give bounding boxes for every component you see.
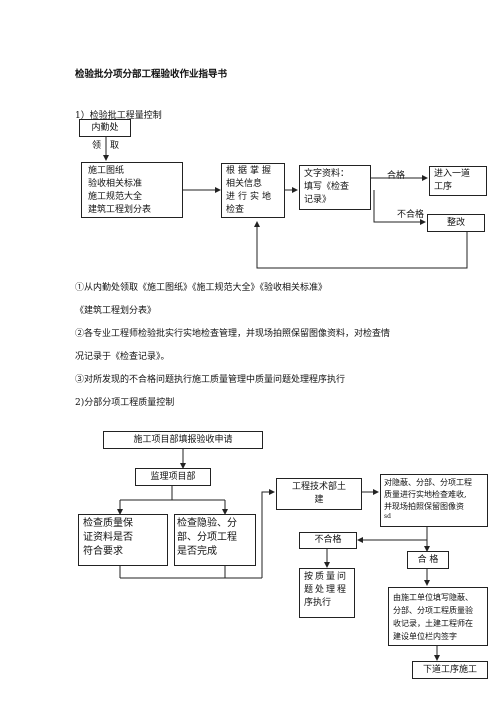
fill-record-box: 由施工单位填写隐蔽、 分部、分项工程质量验 收记录，土建工程师在 建设单位栏内签… — [388, 587, 488, 646]
check-line: 相关信息 — [226, 179, 263, 189]
paragraph-line: 《建筑工程划分表》 — [75, 306, 157, 316]
unqualified-box: 不合格 — [299, 532, 357, 549]
problem-handling-box: 按质量问 题处理程 序执行 — [299, 568, 355, 618]
record-box: 文字资料： 填写《检查 记录》 — [299, 165, 371, 210]
paragraph-line: ②各专业工程师检验批实行实地检查管理，并现场拍照保留图像资料，对检查情 — [75, 329, 391, 339]
check-items-line: 检查隐验、分 — [177, 518, 237, 529]
doc-item: 施工规范大全 — [88, 192, 143, 202]
check-documents-box: 检查质量保 证资料是否 符合要求 — [78, 514, 168, 566]
paragraph-line: 况记录于《检查记录》。 — [75, 352, 170, 362]
site-inspection-box: 对隐蔽、分部、分项工程 质量进行实地检查难收, 并现场拍照保留图像资 sd — [380, 474, 488, 527]
fail-label: 不合格 — [397, 210, 425, 220]
apply-label: 施工项目部填报验收申请 — [133, 435, 233, 445]
inspect-line: 并现场拍照保留图像资 — [384, 502, 464, 511]
pass-label: 合格 — [387, 171, 406, 181]
handle-line: 题处理程 — [304, 585, 349, 595]
get-label-2: 取 — [110, 141, 120, 151]
record-line: 记录》 — [304, 195, 332, 205]
check-docs-line: 检查质量保 — [83, 518, 133, 529]
check-docs-line: 符合要求 — [83, 546, 123, 557]
qualified-box: 合 格 — [407, 551, 449, 569]
fill-record-line: 分部、分项工程质量验 — [393, 606, 473, 615]
check-line: 检查 — [226, 205, 245, 215]
next-process-box: 进入一道 工序 — [429, 166, 487, 196]
unqualified-label: 不合格 — [314, 535, 342, 545]
fill-record-line: 建设单位栏内签字 — [393, 632, 457, 641]
section-2-heading: 2)分部分项工程质量控制 — [75, 398, 175, 408]
handle-line: 按质量问 — [304, 572, 349, 582]
inspect-line: sd — [384, 513, 391, 520]
qualified-label: 合 格 — [417, 555, 439, 565]
section-1-heading: 1）检验批工程量控制 — [75, 111, 162, 121]
fill-record-line: 收记录，土建工程师在 — [393, 619, 473, 628]
tech-line: 工程技术部土 — [291, 482, 346, 492]
get-label-1: 领 — [92, 141, 102, 151]
next-line: 工序 — [434, 182, 453, 192]
rectify-box: 整改 — [427, 214, 485, 232]
internal-office-box: 内勤处 — [79, 119, 131, 137]
check-items-line: 是否完成 — [177, 546, 217, 557]
inspect-line: 质量进行实地检查难收, — [384, 490, 467, 499]
doc-item: 建筑工程划分表 — [88, 205, 152, 215]
doc-item: 施工图纸 — [88, 166, 125, 176]
supervision-label: 监理项目部 — [150, 472, 196, 482]
handle-line: 序执行 — [304, 598, 332, 608]
next-step-box: 下道工序施工 — [412, 661, 488, 679]
next-line: 进入一道 — [434, 169, 471, 179]
paragraph-line: ③对所发现的不合格问题执行施工质量管理中质量问题处理程序执行 — [75, 375, 346, 385]
check-line: 根据掌握 — [226, 166, 275, 176]
supervision-box: 监理项目部 — [135, 468, 211, 486]
site-check-box: 根据掌握 相关信息 进行实地 检查 — [221, 163, 285, 218]
documents-box: 施工图纸 验收相关标准 施工规范大全 建筑工程划分表 — [81, 162, 183, 218]
paragraph-line: ①从内勤处领取《施工图纸》《施工规范大全》《验收相关标准》 — [75, 283, 328, 293]
tech-line: 建 — [314, 495, 324, 505]
record-line: 填写《检查 — [304, 182, 350, 192]
next-step-label: 下道工序施工 — [422, 665, 477, 675]
inspect-line: 对隐蔽、分部、分项工程 — [384, 478, 472, 487]
tech-dept-box: 工程技术部土 建 — [276, 478, 362, 510]
record-line: 文字资料： — [304, 169, 350, 179]
doc-item: 验收相关标准 — [88, 179, 143, 189]
document-title: 检验批分项分部工程验收作业指导书 — [75, 69, 228, 80]
rectify-label: 整改 — [446, 218, 465, 228]
check-items-line: 部、分项工程 — [177, 532, 237, 543]
acceptance-application-box: 施工项目部填报验收申请 — [103, 431, 263, 449]
check-docs-line: 证资料是否 — [83, 532, 133, 543]
internal-office-label: 内勤处 — [91, 123, 119, 133]
check-items-box: 检查隐验、分 部、分项工程 是否完成 — [174, 514, 256, 566]
check-line: 进行实地 — [226, 192, 275, 202]
fill-record-line: 由施工单位填写隐蔽、 — [393, 593, 473, 602]
